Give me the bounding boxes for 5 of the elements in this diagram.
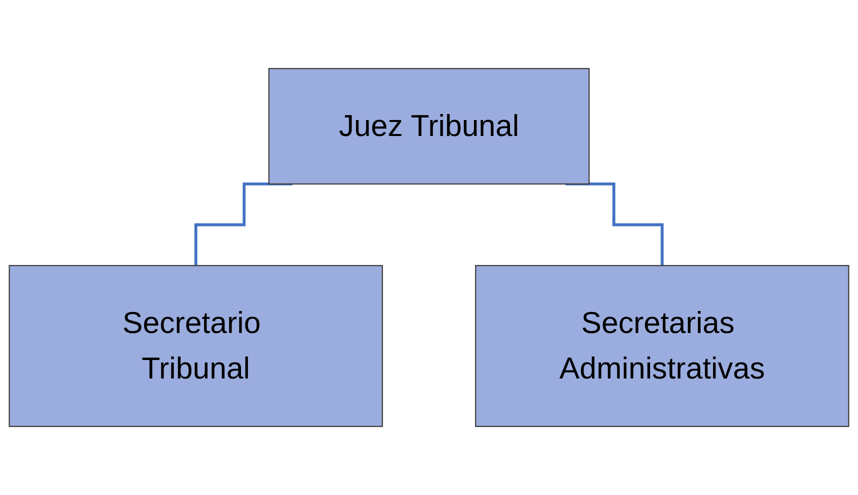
connector [566, 182, 664, 268]
node-box: Secretario Tribunal [8, 264, 383, 428]
node-box: Secretarias Administrativas [475, 264, 850, 428]
connector [194, 182, 292, 268]
node-box: Juez Tribunal [268, 68, 590, 185]
